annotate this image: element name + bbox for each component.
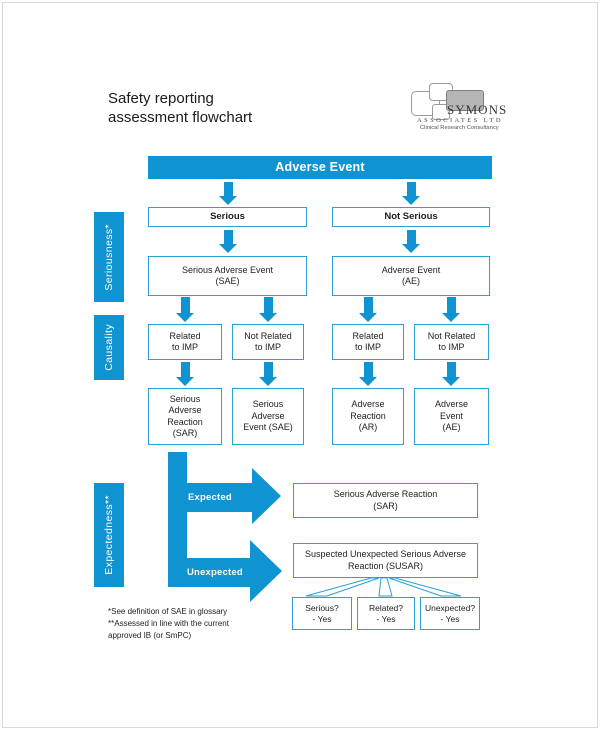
ae-box: Adverse Event (AE) [332, 256, 490, 296]
logo-shape-icon [432, 104, 450, 120]
logo-tagline: Clinical Research Consultancy [420, 125, 499, 131]
logo-company-name: SYMONS [447, 102, 508, 117]
down-arrow-icon [442, 362, 460, 386]
related-imp-box-1: Related to IMP [148, 324, 222, 360]
criterion-related-box: Related? - Yes [357, 597, 415, 630]
section-label-expectedness: Expectedness** [94, 483, 124, 587]
sae-box: Serious Adverse Event (SAE) [148, 256, 307, 296]
down-arrow-icon [176, 362, 194, 386]
ae-outcome-box: Adverse Event (AE) [414, 388, 489, 445]
sar-expected-box: Serious Adverse Reaction (SAR) [293, 483, 478, 518]
unexpected-arrow-label: Unexpected [187, 567, 243, 578]
seriousness-label: Seriousness* [103, 223, 115, 291]
not-related-imp-box-1: Not Related to IMP [232, 324, 304, 360]
not-related-imp-box-2: Not Related to IMP [414, 324, 489, 360]
down-arrow-icon [176, 297, 194, 322]
causality-label: Causality [103, 324, 115, 371]
down-arrow-icon [219, 230, 237, 253]
sae-outcome-box: Serious Adverse Event (SAE) [232, 388, 304, 445]
ar-outcome-box: Adverse Reaction (AR) [332, 388, 404, 445]
down-arrow-icon [359, 297, 377, 322]
down-arrow-icon [402, 182, 420, 205]
criterion-serious-box: Serious? - Yes [292, 597, 352, 630]
adverse-event-header: Adverse Event [148, 156, 492, 179]
page-title: Safety reporting assessment flowchart [108, 90, 253, 126]
down-arrow-icon [359, 362, 377, 386]
expected-arrow-label: Expected [188, 492, 232, 503]
down-arrow-icon [259, 362, 277, 386]
expected-arrowhead-icon [252, 468, 281, 524]
expected-arrow: Expected [168, 483, 252, 512]
symons-logo: SYMONS ASSOCIATES LTD Clinical Research … [405, 82, 506, 134]
down-arrow-icon [402, 230, 420, 253]
logo-company-suffix: ASSOCIATES LTD [417, 117, 503, 124]
susar-box: Suspected Unexpected Serious Adverse Rea… [293, 543, 478, 578]
related-imp-box-2: Related to IMP [332, 324, 404, 360]
logo-shape-icon [446, 90, 484, 111]
expectedness-label: Expectedness** [103, 495, 115, 575]
not-serious-box: Not Serious [332, 207, 490, 227]
section-label-causality: Causality [94, 315, 124, 380]
down-arrow-icon [442, 297, 460, 322]
down-arrow-icon [219, 182, 237, 205]
unexpected-arrowhead-icon [250, 540, 282, 602]
serious-box: Serious [148, 207, 307, 227]
footnotes: *See definition of SAE in glossary **Ass… [108, 607, 229, 640]
section-label-seriousness: Seriousness* [94, 212, 124, 302]
sar-outcome-box: Serious Adverse Reaction (SAR) [148, 388, 222, 445]
down-arrow-icon [259, 297, 277, 322]
criterion-unexpected-box: Unexpected? - Yes [420, 597, 480, 630]
unexpected-arrow: Unexpected [168, 558, 250, 587]
